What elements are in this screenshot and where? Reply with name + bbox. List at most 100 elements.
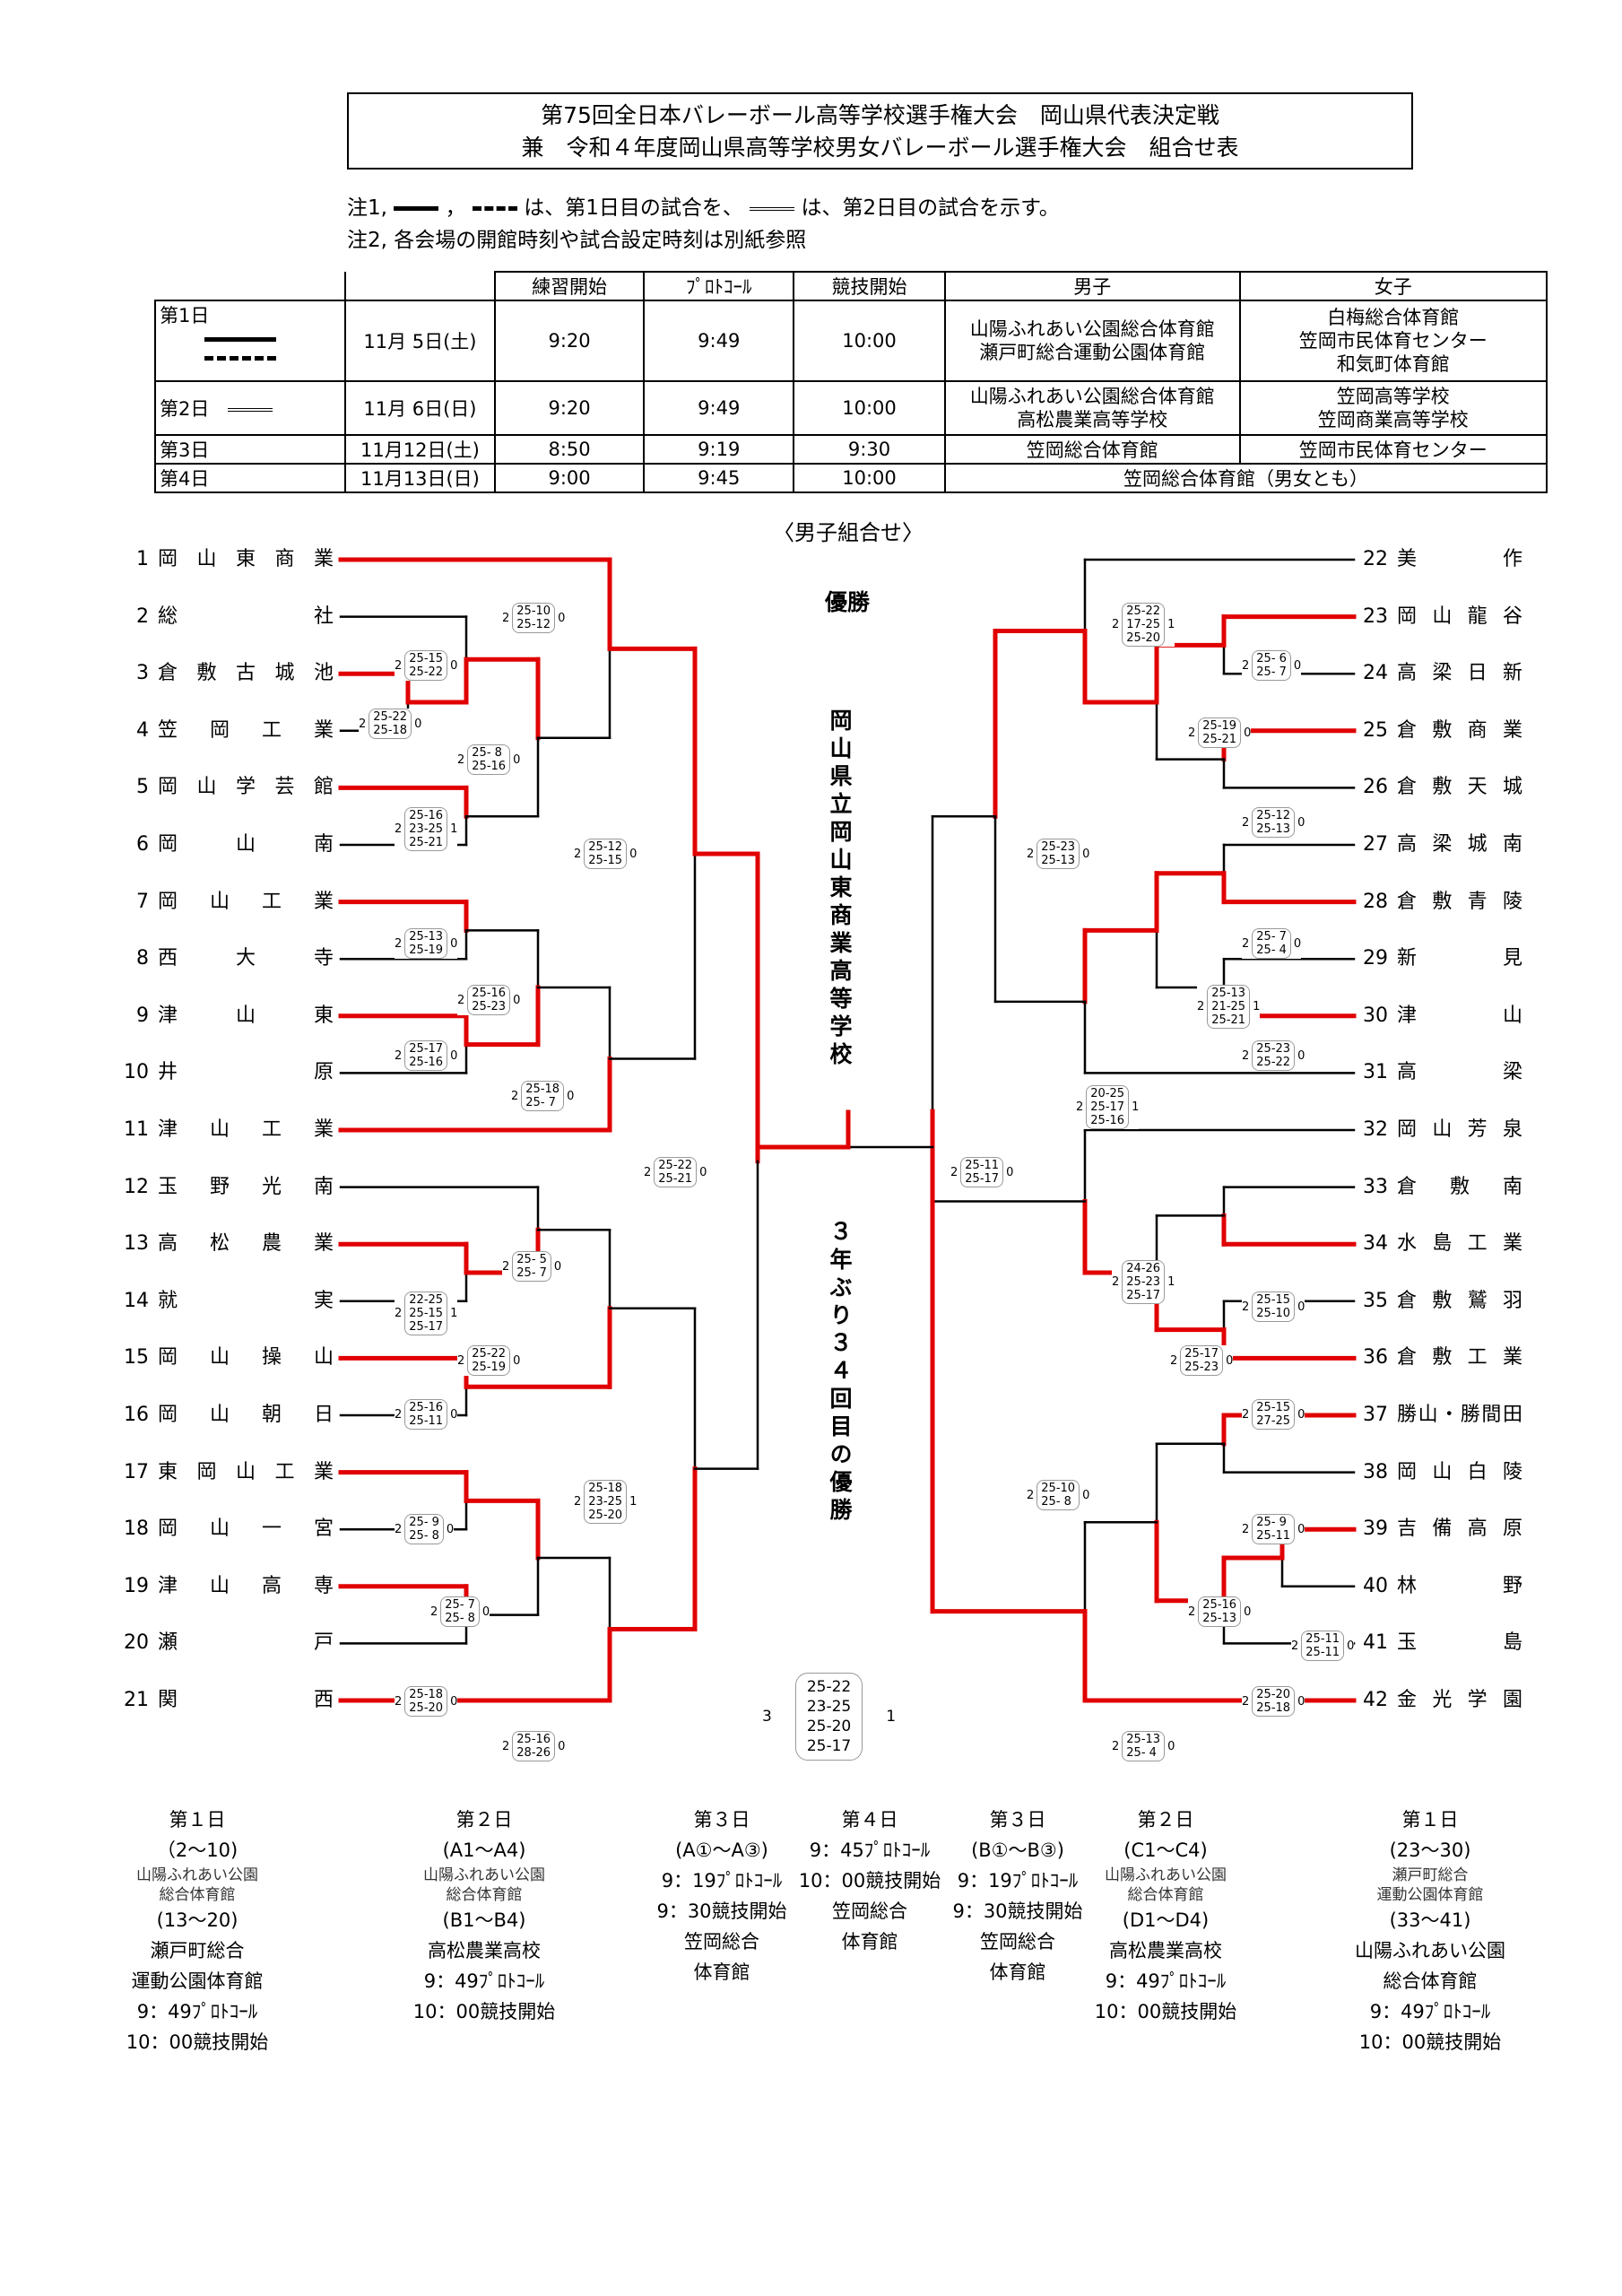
start-time: 9:30: [793, 434, 946, 465]
title-box: 第75回全日本バレーボール高等学校選手権大会 岡山県代表決定戦 兼 令和４年度岡…: [347, 92, 1413, 170]
men-venue: 笠岡総合体育館: [943, 434, 1241, 465]
both-venue: 笠岡総合体育館（男女とも）: [943, 463, 1548, 493]
note1-prefix: 注1,: [347, 196, 387, 220]
practice-time: 9:20: [493, 300, 646, 382]
women-venue: 白梅総合体育館 笠岡市民体育センター 和気町体育館: [1238, 300, 1548, 382]
day2-double-line-icon: [750, 206, 795, 211]
note1-mid: は、第1日目の試合を、: [524, 196, 743, 220]
col-practice: 練習開始: [493, 271, 646, 301]
protocol-time: 9:49: [643, 380, 795, 436]
footer-column: 第３日(A①～A③)9：19ﾌﾟﾛﾄｺｰﾙ 9：30競技開始笠岡総合 体育館: [656, 1809, 787, 1983]
men-venue: 山陽ふれあい公園総合体育館 高松農業高等学校: [943, 380, 1241, 436]
schedule-row: 第4日 11月13日(日) 9:00 9:45 10:00 笠岡総合体育館（男女…: [153, 463, 1548, 493]
date: 11月 6日(日): [344, 380, 496, 436]
start-time: 10:00: [793, 463, 946, 493]
footer-column: 第３日(B①～B③)9：19ﾌﾟﾛﾄｺｰﾙ 9：30競技開始笠岡総合 体育館: [952, 1809, 1083, 1983]
col-start: 競技開始: [793, 271, 946, 301]
practice-time: 9:00: [493, 463, 646, 493]
women-venue: 笠岡高等学校 笠岡商業高等学校: [1238, 380, 1548, 436]
protocol-time: 9:19: [643, 434, 795, 465]
footer-column: 第１日(23～30)瀬戸町総合 運動公園体育館(33～41)山陽ふれあい公園 総…: [1355, 1809, 1505, 2053]
schedule-row: 第2日 11月 6日(日) 9:20 9:49 10:00 山陽ふれあい公園総合…: [153, 380, 1548, 436]
day-label: 第1日: [153, 300, 347, 382]
day1-solid-line-icon: [394, 206, 439, 211]
schedule-row: 第1日 11月 5日(土) 9:20 9:49 10:00 山陽ふれあい公園総合…: [153, 300, 1548, 382]
winner-note: ３年ぶり３４回目の優勝: [827, 1220, 853, 1526]
note-1: 注1, ， は、第1日目の試合を、 は、第2日目の試合を示す。: [347, 196, 1060, 220]
section-title: 〈男子組合せ〉: [773, 520, 924, 545]
col-women: 女子: [1238, 271, 1548, 301]
practice-time: 8:50: [493, 434, 646, 465]
date: 11月12日(土): [344, 434, 496, 465]
note-2: 注2, 各会場の開館時刻や試合設定時刻は別紙参照: [347, 229, 807, 252]
start-time: 10:00: [793, 380, 946, 436]
footer-column: 第１日（2～10)山陽ふれあい公園 総合体育館(13～20)瀬戸町総合 運動公園…: [126, 1809, 269, 2053]
day1-dashed-line-icon: [472, 206, 517, 211]
note1-end: は、第2日目の試合を示す。: [801, 196, 1060, 220]
protocol-time: 9:45: [643, 463, 795, 493]
col-men: 男子: [943, 271, 1241, 301]
start-time: 10:00: [793, 300, 946, 382]
